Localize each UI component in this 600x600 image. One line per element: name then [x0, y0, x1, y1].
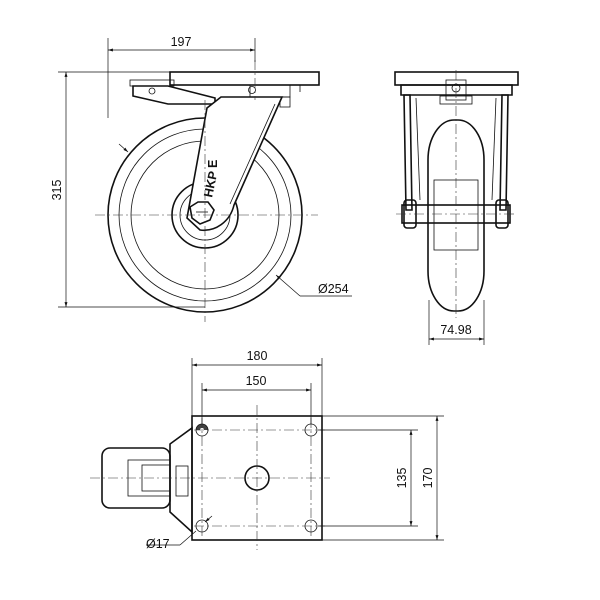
dimension-wheel-diameter: Ø254: [275, 274, 352, 297]
dimension-150: 150: [201, 374, 312, 424]
brake-arm: [169, 426, 193, 534]
dim-side-width: 197: [171, 35, 192, 49]
brake-lever-top: [129, 79, 175, 87]
kingpin-hole: [248, 86, 256, 94]
fork-left: [403, 94, 413, 211]
swivel-head: [249, 84, 291, 98]
dim-bolt-spacing-x: 150: [246, 374, 267, 388]
side-view: HKP E: [95, 60, 320, 322]
front-top-plate: [394, 71, 519, 86]
dim-bolt-hole-diameter: Ø17: [146, 537, 170, 551]
dim-overall-height: 315: [50, 180, 64, 201]
dimension-170: 170: [322, 415, 444, 541]
dim-plate-width: 180: [247, 349, 268, 363]
front-view: [394, 70, 519, 318]
dimension-315: 315: [50, 71, 205, 308]
fork-leg: [186, 96, 284, 231]
top-view: [90, 405, 330, 550]
fork-logo-text: HKP: [201, 170, 220, 199]
dimension-bolt-hole-diameter: Ø17: [146, 515, 213, 551]
top-plate: [169, 71, 320, 86]
dim-wheel-diameter: Ø254: [318, 282, 349, 296]
brake-lever: [132, 85, 216, 105]
dimension-197: 197: [107, 35, 256, 118]
front-swivel-ring: [400, 84, 513, 96]
dim-plate-height: 170: [421, 468, 435, 489]
brake-pivot: [148, 87, 156, 95]
dim-bolt-spacing-y: 135: [395, 468, 409, 489]
dimension-135: 135: [318, 429, 418, 527]
dimension-74-98: 74.98: [428, 300, 485, 345]
fork-right: [499, 94, 509, 211]
dim-wheel-width: 74.98: [440, 323, 471, 337]
fork-logo-mark: E: [206, 160, 220, 168]
dimension-180: 180: [191, 349, 323, 416]
